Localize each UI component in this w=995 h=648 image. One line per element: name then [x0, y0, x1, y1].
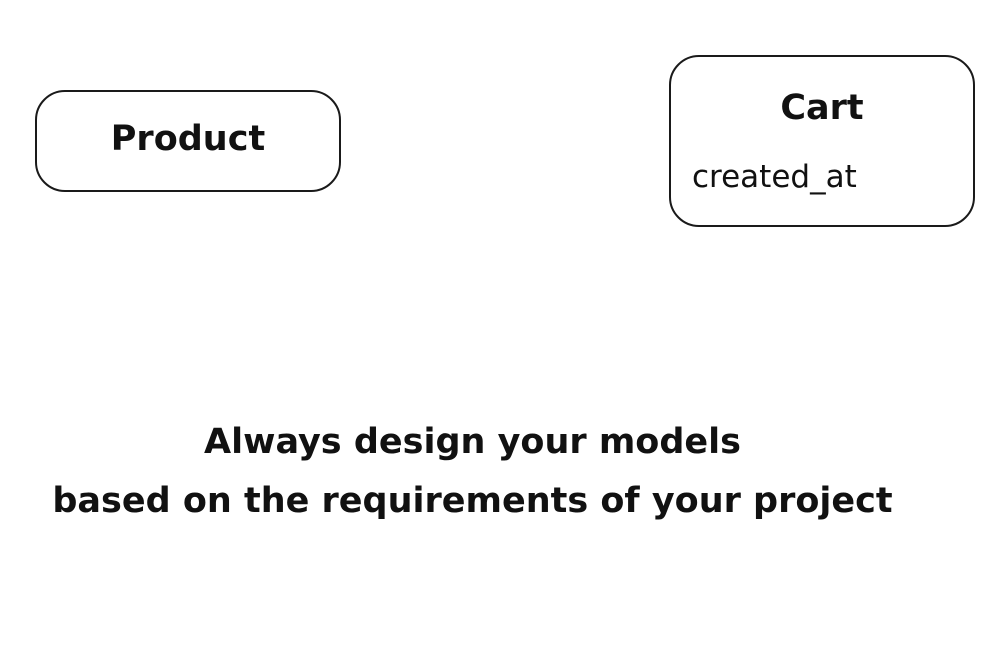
caption-line-1: Always design your models — [204, 422, 741, 462]
product-entity-box: Product — [35, 90, 341, 192]
cart-field-created-at: created_at — [692, 159, 857, 195]
caption-line-2: based on the requirements of your projec… — [52, 481, 893, 521]
cart-entity-box: Cart created_at — [669, 55, 975, 227]
product-entity-title: Product — [110, 119, 266, 159]
cart-entity-title: Cart — [780, 88, 864, 128]
